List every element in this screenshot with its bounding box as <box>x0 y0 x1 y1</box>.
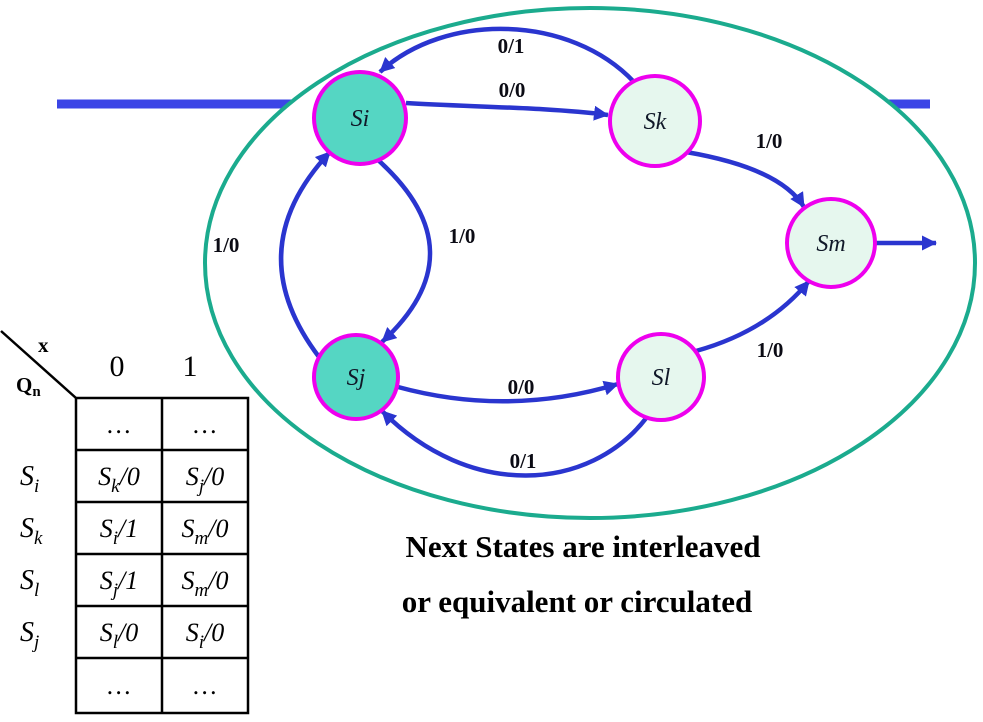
edge-si-to-sk <box>405 100 609 121</box>
table-qn-header: Qn <box>16 373 41 400</box>
edge-label-sj-to-si: 1/0 <box>213 233 240 257</box>
edge-sl-to-sj <box>380 409 649 478</box>
table-cell: Sm/0 <box>182 566 229 601</box>
state-sj-circle <box>312 333 400 421</box>
state-table: x Qn 0 1 … … Si Sk/0 Sj/0 Sk Si/1 Sm/0 S… <box>0 330 250 715</box>
state-si-circle <box>312 70 408 166</box>
table-cell: Sj/1 <box>100 566 139 601</box>
edge-sk-to-si <box>378 26 636 84</box>
table-diagonal-line <box>0 330 77 399</box>
state-sl: Sl <box>616 332 706 422</box>
caption: Next States are interleaved or equivalen… <box>402 529 761 619</box>
caption-line-2: or equivalent or circulated <box>402 584 752 619</box>
table-x-header: x <box>38 333 49 357</box>
state-sm-label: Sm <box>816 231 845 257</box>
transition-edges <box>278 26 937 478</box>
edge-sk-to-sm <box>685 149 806 209</box>
table-cell: Si/0 <box>186 618 225 653</box>
state-sk-label: Sk <box>644 109 667 135</box>
table-cell-dots: … <box>107 671 130 700</box>
edge-label-sl-to-sj: 0/1 <box>510 449 537 473</box>
table-col-header-1: 1 <box>183 350 198 383</box>
table-row-label: Sj <box>20 617 39 653</box>
edge-labels: 0/1 0/0 1/0 1/0 1/0 0/0 1/0 0/1 <box>213 34 784 473</box>
states: Si Sk Sm Sl Sj <box>312 70 877 422</box>
state-sl-circle <box>616 332 706 422</box>
edge-label-sk-to-si: 0/1 <box>498 34 525 58</box>
edge-label-sl-to-sm: 1/0 <box>757 338 784 362</box>
table-col-header-0: 0 <box>110 350 125 383</box>
edge-sl-to-sm <box>695 279 811 354</box>
edge-sj-to-si <box>278 150 332 359</box>
state-sl-label: Sl <box>652 365 671 391</box>
table-row-label: Sk <box>20 513 43 549</box>
table-cell-dots: … <box>107 410 130 439</box>
state-sk: Sk <box>608 74 702 168</box>
state-sm: Sm <box>785 197 877 289</box>
table-row-label: Sl <box>20 565 39 601</box>
table-cell-dots: … <box>193 671 216 700</box>
state-sj-label: Sj <box>347 365 366 391</box>
edge-si-to-sj <box>376 158 433 344</box>
edge-label-si-to-sk: 0/0 <box>499 78 526 102</box>
edge-label-sj-to-sl: 0/0 <box>508 375 535 399</box>
state-sj: Sj <box>312 333 400 421</box>
state-sk-circle <box>608 74 702 168</box>
edge-sj-to-sl <box>397 380 619 404</box>
caption-line-1: Next States are interleaved <box>406 529 761 564</box>
state-si-label: Si <box>351 106 370 132</box>
table-cell: Sl/0 <box>100 618 139 653</box>
table-cell-dots: … <box>193 410 216 439</box>
table-cell: Si/1 <box>100 514 139 549</box>
state-sm-circle <box>785 197 877 289</box>
table-cell: Sk/0 <box>98 462 140 497</box>
edge-label-si-to-sj: 1/0 <box>449 224 476 248</box>
table-cell: Sm/0 <box>182 514 229 549</box>
state-si: Si <box>312 70 408 166</box>
table-cell: Sj/0 <box>186 462 225 497</box>
edge-label-sk-to-sm: 1/0 <box>756 129 783 153</box>
table-row-label: Si <box>20 461 39 497</box>
